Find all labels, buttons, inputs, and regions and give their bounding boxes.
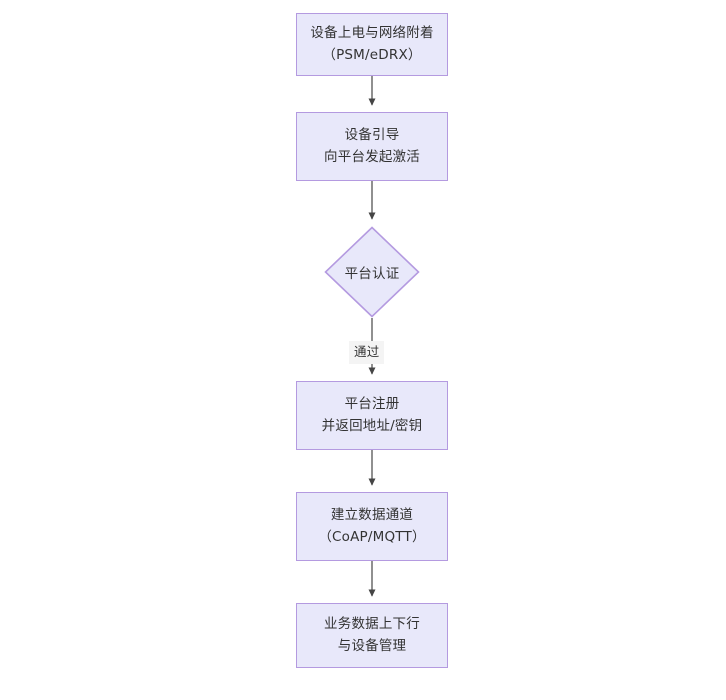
edge-label-pass: 通过	[349, 341, 385, 365]
node-label: 平台认证	[344, 266, 400, 282]
node-device-power-on[interactable]: 设备上电与网络附着 （PSM/eDRX）	[296, 13, 448, 76]
node-business-data-and-device-management[interactable]: 业务数据上下行 与设备管理	[296, 603, 448, 668]
diamond-shape	[324, 226, 420, 318]
node-platform-authentication[interactable]: 平台认证	[324, 226, 420, 318]
node-label: 设备上电与网络附着 （PSM/eDRX）	[310, 24, 434, 63]
node-label: 建立数据通道 （CoAP/MQTT）	[318, 506, 426, 545]
node-establish-data-channel[interactable]: 建立数据通道 （CoAP/MQTT）	[296, 492, 448, 561]
node-label: 平台注册 并返回地址/密钥	[321, 395, 423, 434]
node-label: 设备引导 向平台发起激活	[324, 126, 420, 165]
node-platform-registration[interactable]: 平台注册 并返回地址/密钥	[296, 381, 448, 450]
node-device-bootstrap[interactable]: 设备引导 向平台发起激活	[296, 112, 448, 181]
node-label: 业务数据上下行 与设备管理	[324, 615, 420, 654]
